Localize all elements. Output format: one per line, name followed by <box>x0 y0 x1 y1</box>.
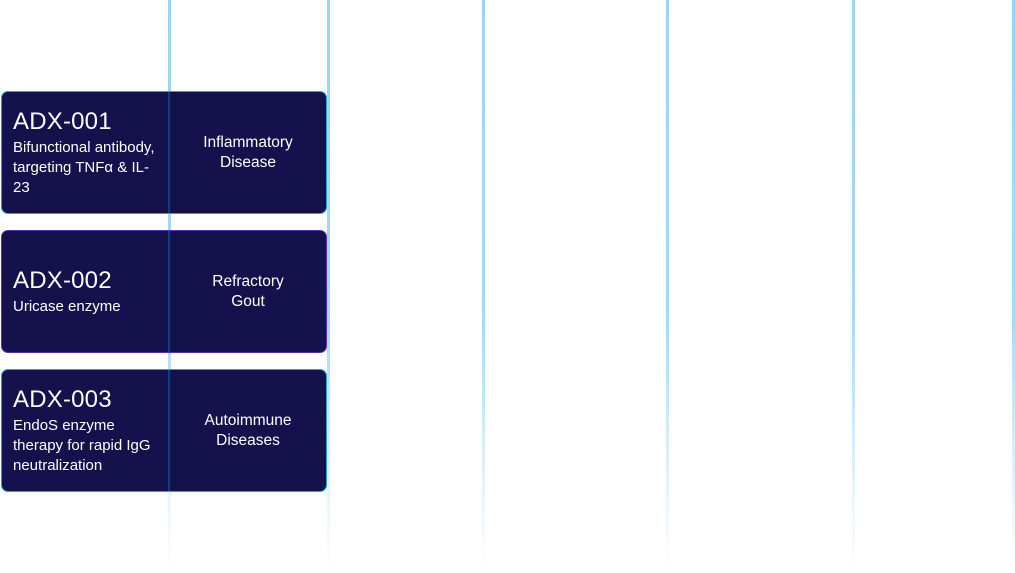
program-code: ADX-002 <box>13 266 112 294</box>
program-code: ADX-003 <box>13 385 112 413</box>
program-info: ADX-002 Uricase enzyme <box>2 231 170 352</box>
program-indication: Autoimmune Diseases <box>204 411 292 449</box>
program-description: Bifunctional antibody, targeting TNFα & … <box>13 138 155 196</box>
grid-divider-line <box>666 0 669 573</box>
grid-divider-line <box>482 0 485 573</box>
program-info: ADX-001 Bifunctional antibody, targeting… <box>2 92 170 213</box>
pipeline-card-adx-002[interactable]: ADX-002 Uricase enzyme Refractory Gout <box>1 230 327 353</box>
grid-divider-line <box>1012 0 1015 573</box>
pipeline-card-adx-001[interactable]: ADX-001 Bifunctional antibody, targeting… <box>1 91 327 214</box>
program-indication: Inflammatory Disease <box>203 133 293 171</box>
program-info: ADX-003 EndoS enzyme therapy for rapid I… <box>2 370 170 491</box>
program-code: ADX-001 <box>13 107 112 135</box>
program-description: EndoS enzyme therapy for rapid IgG neutr… <box>13 416 151 474</box>
pipeline-card-adx-003[interactable]: ADX-003 EndoS enzyme therapy for rapid I… <box>1 369 327 492</box>
program-description: Uricase enzyme <box>13 297 121 315</box>
grid-divider-line <box>327 0 330 573</box>
grid-divider-line <box>852 0 855 573</box>
program-indication: Refractory Gout <box>212 272 284 310</box>
